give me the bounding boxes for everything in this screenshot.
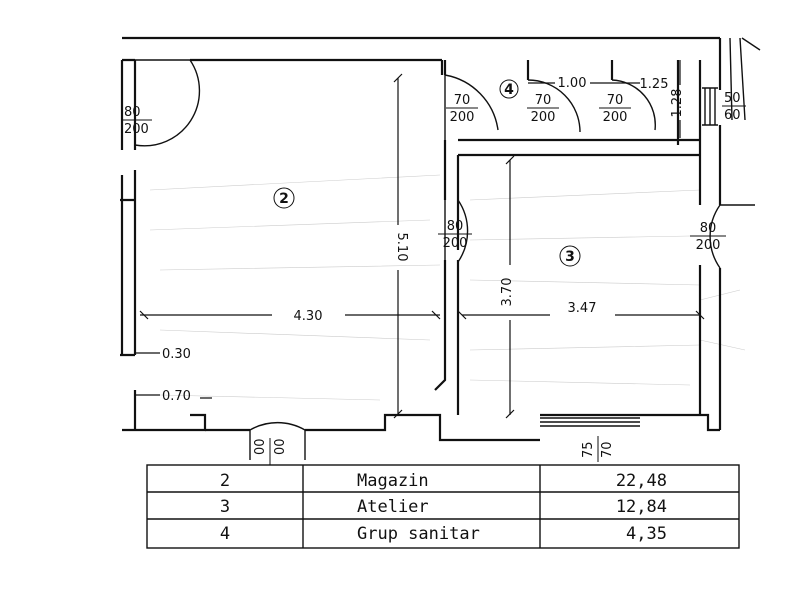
door-label-1: 80 200	[122, 105, 152, 137]
door-2-height: 200	[450, 110, 475, 125]
scan-texture	[149, 174, 746, 401]
door-label-2: 70 200	[446, 93, 478, 125]
window-label-2: 75 70	[581, 436, 615, 462]
room-number-cell: 3	[220, 497, 230, 517]
door-3-height: 200	[531, 110, 556, 125]
room-name-cell: Grup sanitar	[357, 524, 480, 544]
room-number-cell: 4	[220, 524, 230, 544]
door-labels: 80 200 70 200 70 200 70 200 80 200 80 20…	[122, 91, 746, 465]
room2-height-dim: 5.10	[394, 233, 409, 262]
window-2-width: 75	[581, 441, 596, 458]
room3-width-dim: 3.47	[568, 301, 597, 316]
table-row: 4 Grup sanitar 4,35	[220, 524, 667, 544]
room-4-number: 4	[504, 82, 514, 98]
walls	[120, 36, 761, 442]
door-label-5: 80 200	[438, 219, 472, 251]
door-4-height: 200	[603, 110, 628, 125]
wc-dim-b: 1.25	[640, 77, 669, 92]
table-row: 2 Magazin 22,48	[220, 471, 667, 491]
room-marker-4: 4	[499, 79, 519, 99]
dimension-labels: 4.30 5.10 3.47 3.70 1.00 1.25 1.28 0.30 …	[162, 76, 685, 404]
left-dim-b: 0.70	[162, 389, 191, 404]
window-label-1: 50 60	[722, 91, 746, 123]
window-1-height: 60	[724, 108, 741, 123]
room-3-number: 3	[565, 249, 575, 265]
room-markers: 2 3 4	[273, 79, 581, 267]
room2-width-dim: 4.30	[294, 309, 323, 324]
door-6-height: 200	[696, 238, 721, 253]
door-label-6: 80 200	[690, 221, 726, 253]
room3-height-dim: 3.70	[500, 278, 515, 307]
dimension-lines	[135, 60, 705, 419]
room-name-cell: Atelier	[357, 497, 429, 517]
window-1-width: 50	[724, 91, 741, 106]
room-marker-2: 2	[273, 187, 295, 209]
room-number-cell: 2	[220, 471, 230, 491]
wc-dim-a: 1.00	[558, 76, 587, 91]
room-2-number: 2	[279, 191, 289, 207]
door-3-width: 70	[535, 93, 552, 108]
door-bottom-height: 00	[273, 438, 288, 455]
door-5-height: 200	[443, 236, 468, 251]
door-5-width: 80	[447, 219, 464, 234]
door-swings	[134, 59, 755, 460]
table-row: 3 Atelier 12,84	[220, 497, 667, 517]
door-1-width: 80	[124, 105, 141, 120]
room-table: 2 Magazin 22,48 3 Atelier 12,84 4 Grup s…	[146, 464, 740, 549]
left-dim-a: 0.30	[162, 347, 191, 362]
window-2-height: 70	[600, 441, 615, 458]
room-marker-3: 3	[559, 245, 581, 267]
door-label-bottom: 00 00	[253, 438, 288, 465]
door-6-width: 80	[700, 221, 717, 236]
room-name-cell: Magazin	[357, 471, 429, 491]
door-label-4: 70 200	[599, 93, 631, 125]
room-area-cell: 12,84	[616, 497, 667, 517]
door-4-width: 70	[607, 93, 624, 108]
room-area-cell: 22,48	[616, 471, 667, 491]
door-bottom-width: 00	[253, 438, 268, 455]
wc-dim-c: 1.28	[670, 89, 685, 118]
room-area-cell: 4,35	[626, 524, 667, 544]
door-2-width: 70	[454, 93, 471, 108]
door-1-height: 200	[124, 122, 149, 137]
door-label-3: 70 200	[527, 93, 559, 125]
